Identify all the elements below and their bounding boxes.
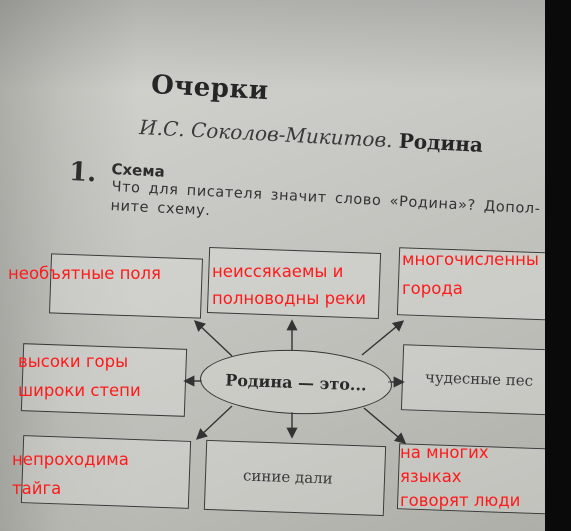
handwritten-middle-left-line-1: высоки горы [18, 352, 129, 371]
handwritten-top-right: многочисленны города [402, 248, 539, 300]
page-top-shadow [0, 0, 571, 90]
handwritten-top-right-line-2: города [402, 279, 463, 298]
arrow-to-bottom-left [195, 405, 233, 440]
handwritten-top-center-line-1: неиссякаемы и [212, 262, 344, 281]
handwritten-bottom-left: непроходима тайга [12, 448, 129, 500]
photo-dark-edge [545, 0, 571, 531]
handwritten-bottom-right-line-1: на многих [400, 443, 489, 462]
arrow-to-bottom-right [363, 407, 407, 444]
printed-right-middle: чудесные пес [424, 368, 534, 390]
arrow-to-top-left [193, 320, 233, 357]
handwritten-bottom-left-line-1: непроходима [12, 450, 129, 469]
handwritten-bottom-right-line-3: говорят люди [400, 491, 521, 510]
handwritten-top-center: неиссякаемы и полноводны реки [212, 260, 366, 310]
book-spine-shadow [0, 0, 140, 531]
arrow-to-top-right [361, 320, 405, 356]
handwritten-bottom-right-line-2: языках [400, 467, 462, 486]
handwritten-bottom-left-line-2: тайга [12, 479, 62, 498]
handwritten-top-center-line-2: полноводны реки [212, 289, 366, 308]
handwritten-middle-left: высоки горы широки степи [18, 350, 141, 402]
handwritten-top-left: необъятные поля [8, 264, 161, 283]
printed-bottom-center: синие дали [242, 466, 334, 488]
handwritten-bottom-right: на многих языках говорят люди [400, 441, 520, 513]
center-label: Родина — это... [224, 370, 368, 394]
handwritten-middle-left-line-2: широки степи [18, 381, 141, 400]
handwritten-top-right-line-1: многочисленны [402, 250, 539, 269]
